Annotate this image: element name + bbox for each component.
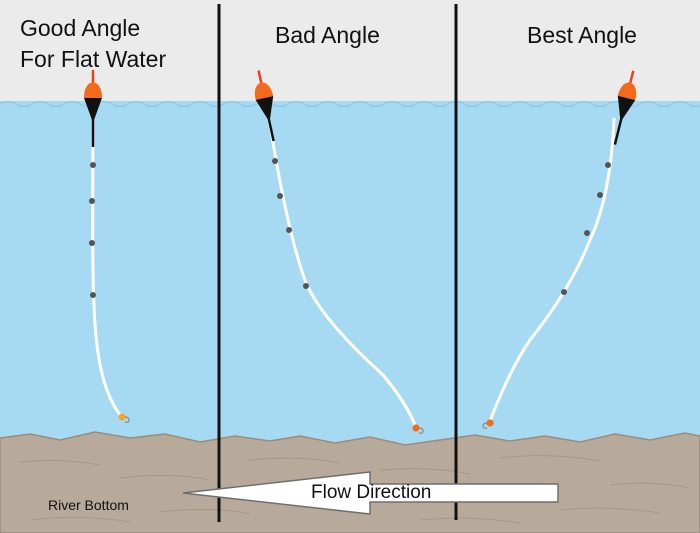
panel-title-best-angle: Best Angle bbox=[527, 22, 637, 48]
fishing-line bbox=[267, 117, 417, 426]
title-line-1: Good Angle bbox=[20, 15, 141, 41]
sky bbox=[0, 0, 700, 105]
river-bottom-label: River Bottom bbox=[48, 497, 129, 513]
panel-title-good-angle: Good Angle For Flat Water bbox=[20, 13, 166, 75]
float bbox=[254, 70, 275, 142]
split-shot bbox=[90, 162, 96, 168]
float bbox=[84, 70, 102, 147]
split-shot bbox=[561, 289, 567, 295]
split-shot bbox=[90, 292, 96, 298]
split-shot bbox=[89, 198, 95, 204]
bait-hook bbox=[412, 424, 424, 434]
split-shot bbox=[597, 192, 603, 198]
rig-good-angle bbox=[84, 70, 130, 423]
split-shot bbox=[89, 240, 95, 246]
split-shot bbox=[303, 283, 309, 289]
river-bed-texture bbox=[19, 455, 691, 524]
split-shot bbox=[584, 230, 590, 236]
bait-hook bbox=[118, 413, 130, 423]
water bbox=[0, 101, 700, 446]
panel-title-bad-angle: Bad Angle bbox=[275, 22, 380, 48]
float bbox=[613, 70, 637, 145]
split-shot bbox=[605, 162, 611, 168]
fishing-line bbox=[488, 117, 616, 422]
fishing-line bbox=[91, 117, 123, 417]
split-shot bbox=[272, 158, 278, 164]
rig-best-angle bbox=[482, 70, 637, 429]
title-line-2: For Flat Water bbox=[20, 46, 167, 72]
split-shot bbox=[286, 227, 292, 233]
flow-direction-label: Flow Direction bbox=[311, 482, 432, 503]
rig-bad-angle bbox=[254, 70, 424, 434]
flow-arrow bbox=[182, 471, 559, 515]
bait-hook bbox=[482, 419, 494, 429]
split-shot bbox=[277, 193, 283, 199]
water-surface bbox=[0, 100, 700, 108]
